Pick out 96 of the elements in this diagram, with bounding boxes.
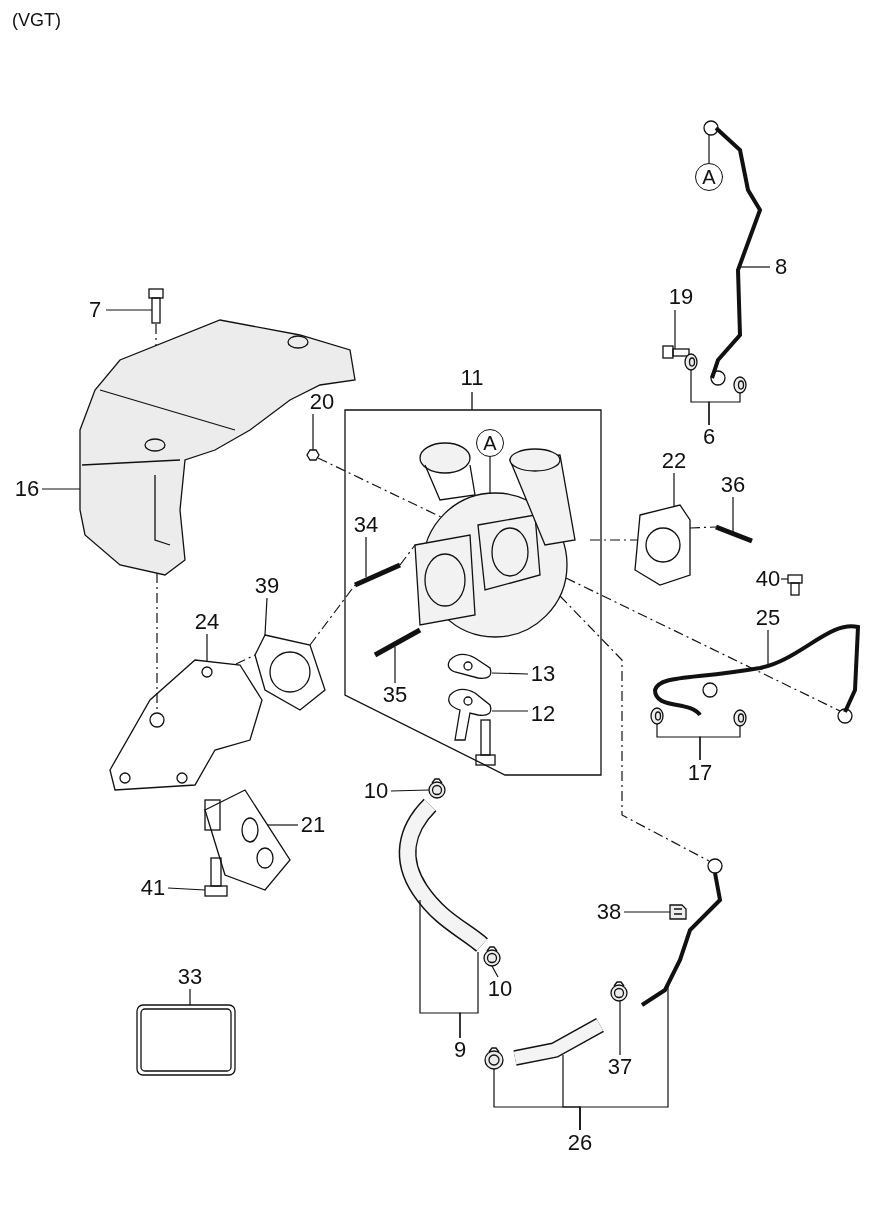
callout-number: 37 — [607, 1055, 633, 1079]
leader-line — [206, 633, 208, 662]
reference-mark: A — [476, 429, 504, 457]
center-line — [399, 544, 416, 566]
bolt — [787, 574, 803, 596]
oil-pipe — [703, 120, 763, 386]
leader-line — [390, 789, 430, 792]
leader-line — [579, 985, 669, 1131]
center-line — [155, 323, 157, 347]
heat-shield — [79, 319, 356, 576]
exhaust-manifold — [109, 659, 263, 791]
hose-clamp — [483, 946, 501, 967]
leader-line — [708, 392, 741, 426]
callout-number: 8 — [774, 255, 788, 279]
washer — [684, 353, 698, 371]
callout-number: 22 — [661, 449, 687, 473]
leader-line — [264, 597, 268, 636]
leader-line — [491, 710, 529, 712]
leader-line — [491, 672, 529, 675]
washer — [650, 707, 664, 725]
leader-line — [674, 309, 676, 350]
callout-number: 20 — [309, 390, 335, 414]
hose-clamp — [610, 981, 628, 1002]
oil-pipe — [653, 624, 860, 724]
center-line — [565, 577, 841, 712]
leader-line — [41, 488, 81, 490]
callout-number: 33 — [177, 965, 203, 989]
hose — [398, 798, 488, 952]
callout-number: 36 — [720, 473, 746, 497]
oil-pipe — [640, 858, 723, 1007]
callout-number: 6 — [702, 425, 716, 449]
leader-line — [619, 1000, 621, 1056]
leader-line — [491, 965, 499, 978]
leader-line — [167, 887, 206, 891]
gasket — [634, 504, 691, 586]
center-line — [559, 595, 710, 862]
oil-return-flange — [448, 688, 492, 741]
leader-line — [739, 266, 771, 268]
callout-number: 40 — [755, 567, 781, 591]
stud-bolt — [715, 524, 753, 544]
callout-number: 41 — [140, 876, 166, 900]
hose — [513, 1018, 604, 1066]
hex-nut — [306, 449, 320, 461]
center-line — [235, 654, 256, 665]
leader-line — [312, 413, 314, 451]
diagram-label: (VGT) — [12, 10, 61, 31]
gasket — [254, 634, 326, 711]
leader-line — [459, 951, 479, 1039]
callout-number: 17 — [687, 761, 713, 785]
callout-number: 35 — [382, 683, 408, 707]
callout-number: 34 — [353, 513, 379, 537]
callout-number: 24 — [194, 610, 220, 634]
gasket — [447, 653, 492, 679]
center-line — [317, 457, 442, 518]
callout-number: 26 — [567, 1131, 593, 1155]
leader-line — [365, 536, 367, 578]
callout-number: 21 — [300, 813, 326, 837]
callout-number: 10 — [487, 977, 513, 1001]
bracket — [204, 789, 291, 891]
leader-line — [673, 472, 675, 508]
bolt — [204, 857, 228, 897]
callout-number: 16 — [14, 477, 40, 501]
washer — [733, 376, 747, 394]
center-line — [589, 539, 639, 541]
callout-number: 9 — [453, 1038, 467, 1062]
leader-line — [780, 578, 789, 580]
gasket — [136, 1004, 236, 1076]
reference-mark: A — [695, 163, 723, 191]
leader-line — [699, 725, 741, 761]
center-line — [689, 526, 717, 529]
callout-number: 10 — [363, 779, 389, 803]
leader-line — [732, 496, 734, 534]
callout-number: 19 — [668, 285, 694, 309]
callout-number: 38 — [596, 900, 622, 924]
stud-bolt — [373, 627, 422, 658]
callout-number: 13 — [530, 662, 556, 686]
stud-bolt — [354, 562, 401, 588]
callout-number: 7 — [88, 298, 102, 322]
callout-number: 12 — [530, 702, 556, 726]
callout-number: 39 — [254, 574, 280, 598]
callout-number: 11 — [460, 366, 484, 390]
leader-line — [266, 824, 299, 826]
leader-line — [189, 988, 191, 1006]
leader-line — [105, 309, 153, 311]
leader-line — [489, 456, 491, 495]
leader-line — [708, 134, 710, 164]
washer — [733, 709, 747, 727]
leader-line — [623, 911, 671, 913]
hose-clamp — [484, 1047, 504, 1070]
leader-line — [767, 629, 769, 665]
banjo-bolt — [662, 345, 690, 359]
bolt — [148, 288, 164, 324]
hose-clamp — [428, 778, 446, 799]
leader-line — [394, 646, 396, 684]
callout-number: 25 — [755, 606, 781, 630]
center-line — [309, 584, 356, 646]
